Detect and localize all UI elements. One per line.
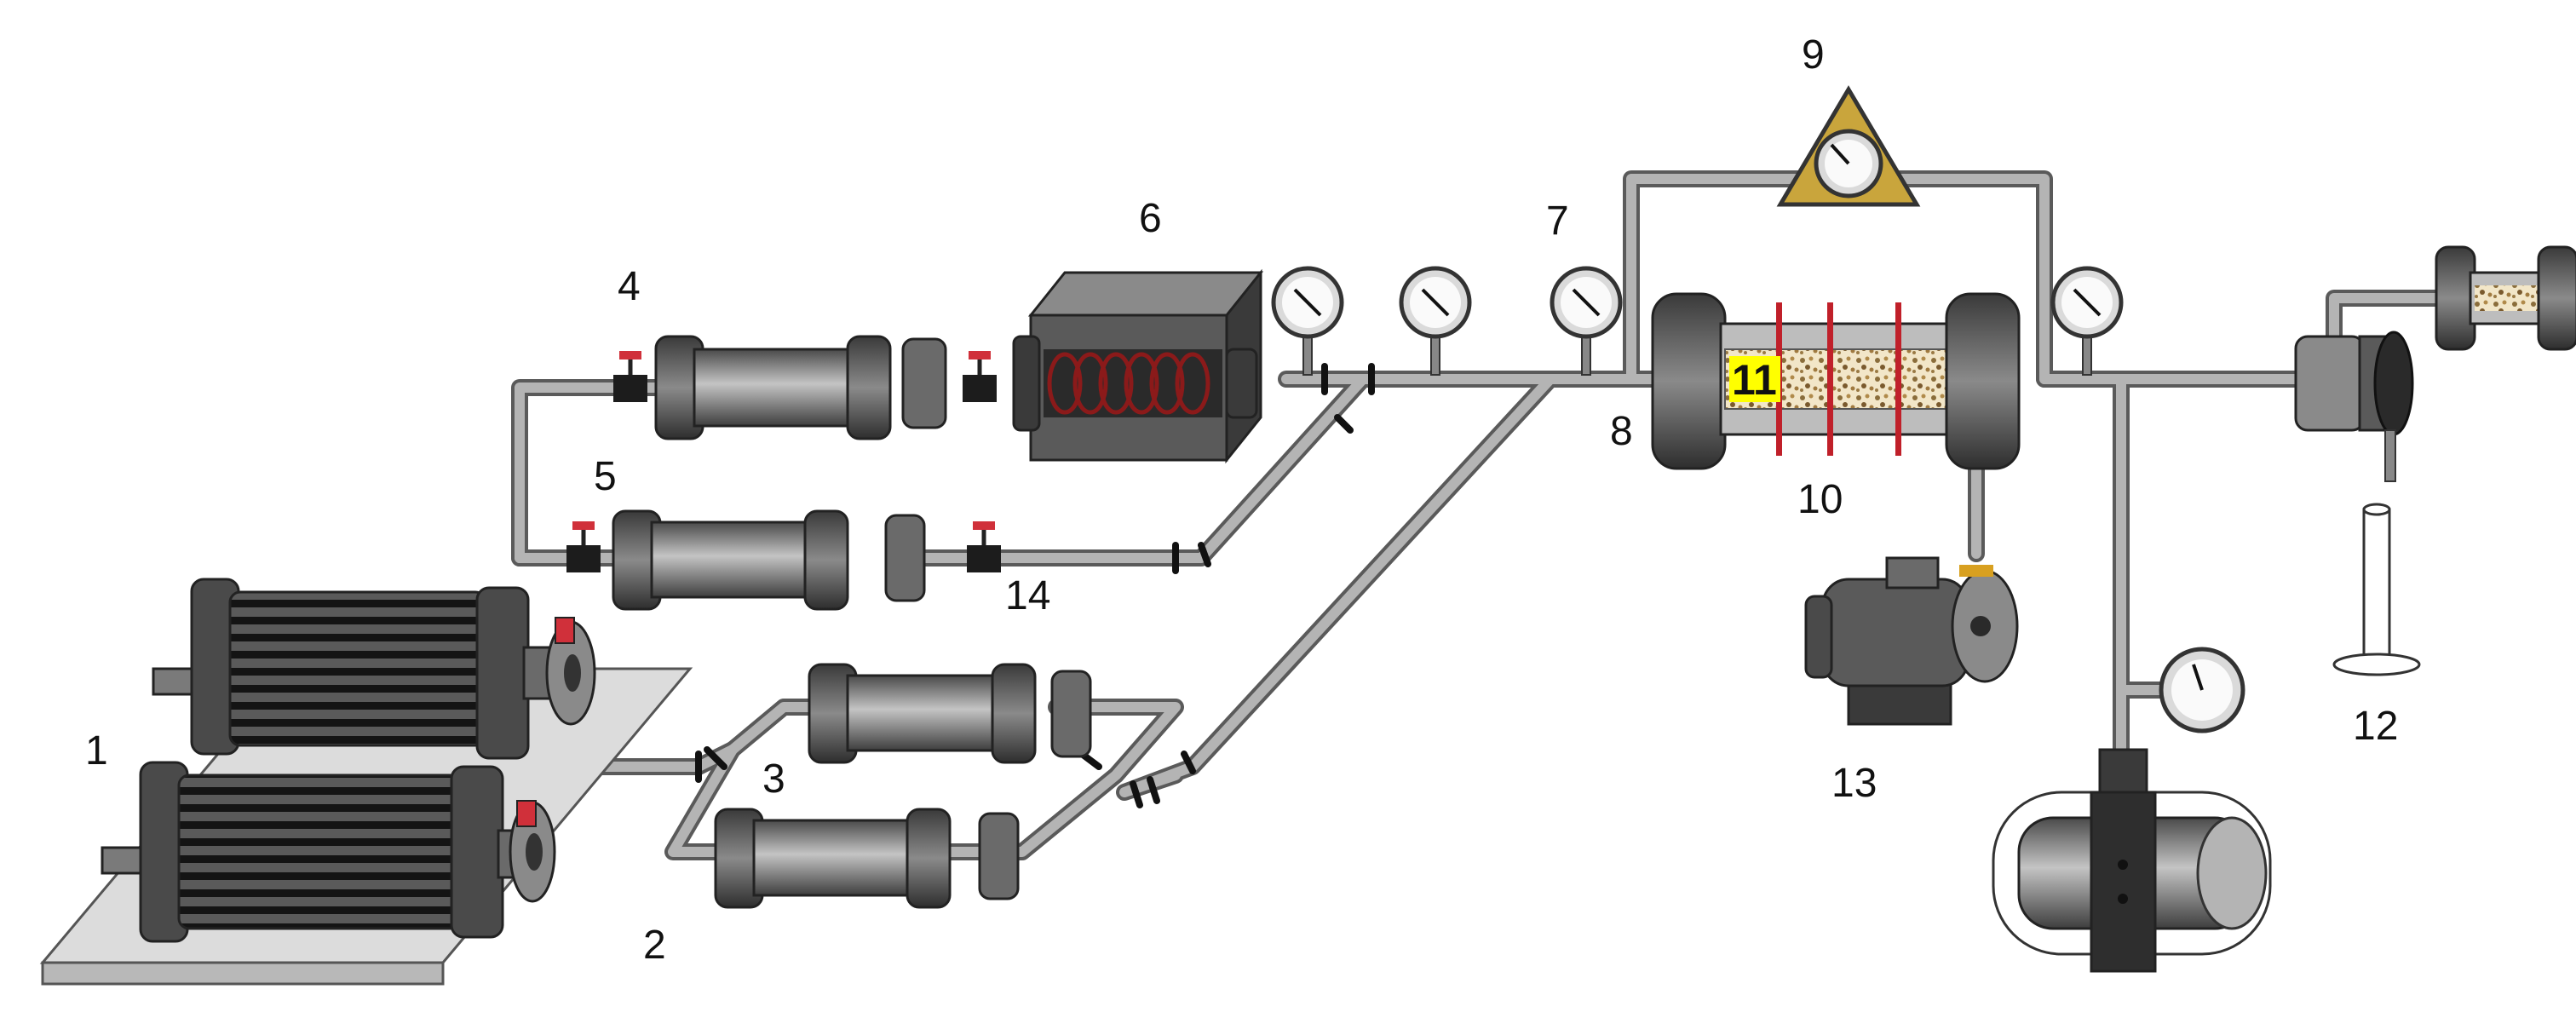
accumulator-icon	[714, 808, 1020, 909]
label-5: 5	[594, 454, 617, 499]
label-8: 8	[1610, 409, 1633, 454]
valve-icon	[967, 521, 1001, 572]
accumulator-icon	[808, 663, 1092, 764]
accumulator-icon	[2435, 245, 2576, 351]
pressure-gauge-icon	[1399, 266, 1472, 376]
heating-coil-icon	[1047, 352, 1210, 415]
callout-labels: 1 2 3 4 5 6 7 8 9 10 11 12 13 14	[85, 32, 2398, 968]
pressure-gauge-icon	[1550, 266, 1623, 376]
pressure-gauge-icon	[2050, 266, 2124, 376]
label-11-highlight	[1729, 356, 1780, 402]
pressure-gauge-icon	[1271, 266, 1344, 376]
core-holder-icon	[1651, 292, 2021, 470]
pump-station	[39, 578, 693, 986]
label-7: 7	[1546, 198, 1569, 244]
accumulator-icon	[612, 509, 926, 611]
label-11: 11	[1732, 356, 1777, 404]
oven-icon	[1012, 268, 1264, 464]
graduated-cylinder-icon	[2332, 503, 2421, 676]
label-13: 13	[1831, 761, 1877, 806]
differential-pressure-gauge-icon	[1776, 85, 1921, 207]
label-3: 3	[762, 756, 785, 802]
label-2: 2	[643, 923, 666, 968]
label-12: 12	[2353, 704, 2398, 749]
valve-icon	[613, 351, 647, 402]
label-14: 14	[1005, 573, 1050, 618]
label-6: 6	[1139, 196, 1162, 241]
pump-icon	[152, 578, 596, 760]
valve-icon	[566, 521, 601, 572]
pump-icon	[101, 761, 556, 943]
gas-cylinder-icon	[1992, 748, 2272, 973]
label-9: 9	[1802, 32, 1825, 78]
pressure-gauge-icon	[2159, 647, 2245, 733]
vacuum-pump-icon	[1804, 556, 2019, 726]
accumulator-icon	[654, 335, 947, 440]
label-4: 4	[618, 264, 641, 309]
label-10: 10	[1797, 477, 1843, 522]
back-pressure-regulator-icon	[2294, 331, 2414, 482]
label-1: 1	[85, 728, 108, 774]
valve-icon	[963, 351, 997, 402]
